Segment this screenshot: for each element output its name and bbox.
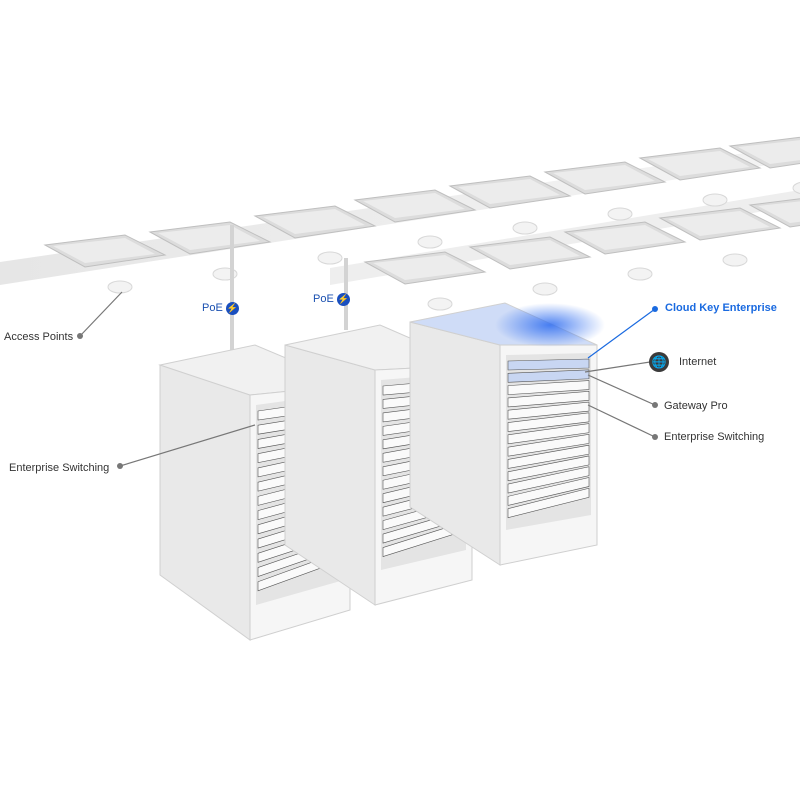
access-points-label: Access Points xyxy=(4,331,74,343)
access-point xyxy=(722,253,748,267)
enterprise-switching-label-right: Enterprise Switching xyxy=(664,431,765,443)
switch-unit xyxy=(507,466,590,494)
access-point xyxy=(627,267,653,281)
switch-unit xyxy=(507,444,590,469)
ceiling-panel-inner xyxy=(158,225,260,250)
poe-label-right: PoE xyxy=(313,293,334,305)
cloud-key-device xyxy=(507,358,590,371)
ceiling-panel-inner xyxy=(478,240,580,265)
gateway-device xyxy=(507,369,590,383)
access-point xyxy=(532,282,558,296)
access-point xyxy=(512,221,538,235)
server-racks xyxy=(158,302,598,641)
switch-unit xyxy=(507,423,590,445)
globe-icon: 🌐 xyxy=(649,352,669,372)
switch-unit xyxy=(507,487,590,519)
ceiling-panel-inner xyxy=(573,225,675,250)
access-points xyxy=(43,136,800,311)
leader-lines xyxy=(79,291,656,467)
ceiling-panel-inner xyxy=(53,238,155,263)
gateway-pro-label: Gateway Pro xyxy=(664,400,728,412)
access-point xyxy=(427,297,453,311)
ceiling-panel-inner xyxy=(648,151,750,176)
ceiling-panel-inner xyxy=(738,140,800,164)
switch-unit xyxy=(507,380,590,395)
access-point xyxy=(607,207,633,221)
ceiling-panel-inner xyxy=(668,211,770,236)
switch-unit xyxy=(507,477,590,506)
access-point xyxy=(792,182,800,194)
access-point xyxy=(107,280,133,294)
switch-unit xyxy=(507,455,590,482)
lightning-bolt-icon: ⚡ xyxy=(337,293,350,306)
ceiling-panel-inner xyxy=(263,209,365,234)
ceiling-panel-inner xyxy=(758,201,800,223)
switch-unit xyxy=(507,390,590,408)
ceiling-panel-inner xyxy=(363,193,465,218)
switch-unit xyxy=(507,401,590,420)
enterprise-switching-label-left: Enterprise Switching xyxy=(9,462,110,474)
leader-dots xyxy=(77,306,658,469)
switch-unit xyxy=(507,434,590,457)
access-point xyxy=(417,235,443,249)
ceiling-panel-inner xyxy=(553,165,655,190)
access-point xyxy=(317,251,343,265)
access-point xyxy=(702,193,728,207)
lightning-bolt-icon: ⚡ xyxy=(226,302,239,315)
switch-unit xyxy=(507,412,590,432)
internet-label: Internet xyxy=(679,356,717,368)
server-rack xyxy=(409,302,598,566)
cloud-key-glow xyxy=(495,303,605,347)
ceiling-panel-inner xyxy=(458,179,560,204)
cloud-key-label: Cloud Key Enterprise xyxy=(665,302,777,314)
poe-label-left: PoE xyxy=(202,302,223,314)
ceiling-panel-inner xyxy=(373,255,475,280)
